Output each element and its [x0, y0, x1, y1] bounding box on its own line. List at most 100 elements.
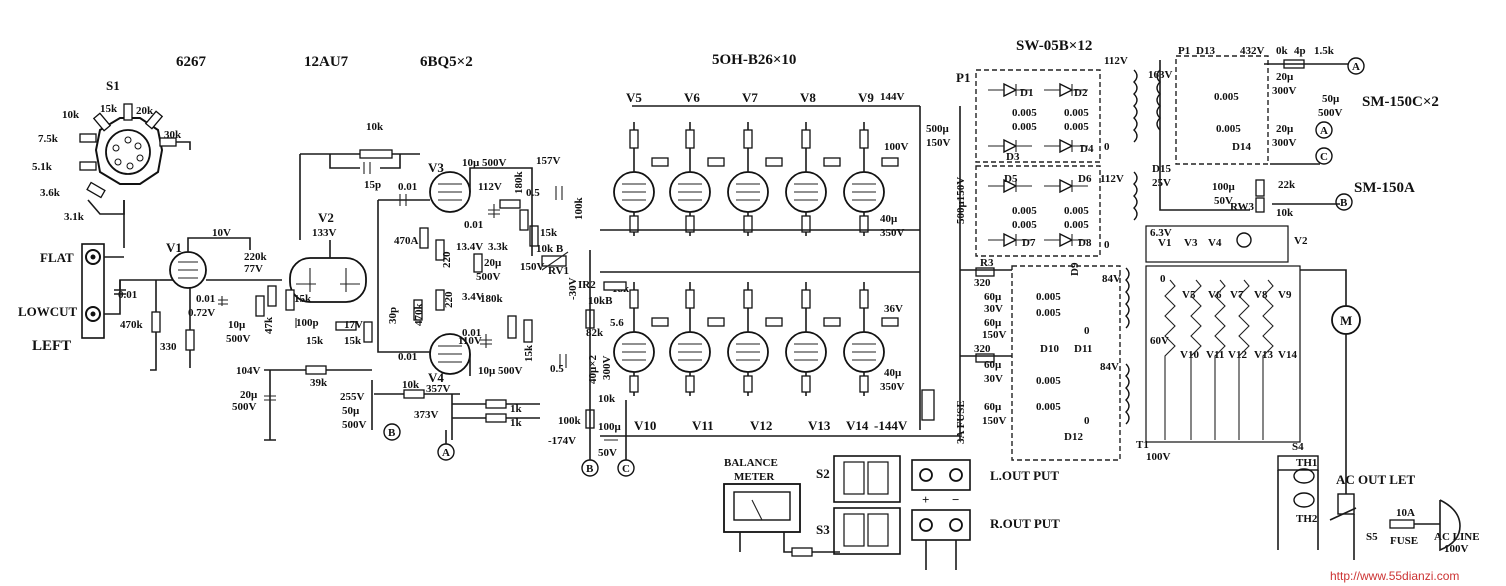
svg-text:112V: 112V: [1104, 55, 1128, 67]
svg-text:300V: 300V: [601, 356, 613, 381]
psu-block-sw05b: P1 D1 D2 D3 D4 D5 D6 D7 D8 D9 D10 D11 D1…: [956, 55, 1138, 461]
svg-text:TH2: TH2: [1296, 513, 1318, 525]
heater-filament: [1164, 279, 1176, 440]
svg-text:V6: V6: [684, 90, 700, 105]
svg-text:D12: D12: [1064, 431, 1083, 443]
svg-text:3.4V: 3.4V: [462, 291, 484, 303]
svg-text:0: 0: [1084, 415, 1090, 427]
stage2-v3-v4: V3 V4 0.01 470A 220 220 10μ 500V 157V 11…: [374, 155, 585, 461]
svg-text:D7: D7: [1022, 237, 1036, 249]
svg-text:D8: D8: [1078, 237, 1092, 249]
heater-filament: [1238, 279, 1250, 440]
svg-text:39k: 39k: [310, 377, 328, 389]
diode: [988, 82, 1032, 98]
svg-text:D11: D11: [1074, 343, 1092, 355]
tube-type-sw05b: SW-05B×12: [1016, 38, 1092, 54]
output-top-tube: [843, 122, 899, 236]
svg-text:20μ: 20μ: [1276, 123, 1294, 135]
svg-text:30p: 30p: [387, 307, 399, 324]
svg-text:500V: 500V: [476, 271, 501, 283]
svg-text:77V: 77V: [244, 263, 263, 275]
svg-text:0.01: 0.01: [398, 351, 417, 363]
svg-text:500μ: 500μ: [926, 123, 950, 135]
output-bottom-tube: [727, 282, 783, 396]
svg-text:220: 220: [443, 291, 455, 308]
svg-text:10k: 10k: [366, 121, 384, 133]
svg-text:220: 220: [441, 251, 453, 268]
svg-text:0.72V: 0.72V: [188, 307, 215, 319]
heater-chain: 6.3V V1 V3 V4 V2 0 V5 V6 V7 V8 V9 V10 V1…: [1136, 225, 1361, 463]
svg-text:15k: 15k: [100, 103, 118, 115]
svg-text:500V: 500V: [232, 401, 257, 413]
svg-text:0.01: 0.01: [462, 327, 481, 339]
output-top-tube: [613, 122, 669, 236]
svg-text:V7: V7: [742, 90, 758, 105]
svg-text:470A: 470A: [394, 235, 419, 247]
svg-text:V11: V11: [692, 418, 714, 433]
svg-text:V5: V5: [626, 90, 642, 105]
svg-text:0: 0: [1160, 273, 1166, 285]
svg-text:0.01: 0.01: [196, 293, 215, 305]
svg-text:20μ: 20μ: [484, 257, 502, 269]
heater-filament: [1262, 279, 1274, 440]
svg-text:M: M: [1340, 313, 1352, 328]
svg-text:D15: D15: [1152, 163, 1171, 175]
svg-text:15k: 15k: [306, 335, 324, 347]
svg-text:V4: V4: [1208, 237, 1222, 249]
svg-text:15k: 15k: [344, 335, 362, 347]
svg-text:84V: 84V: [1100, 361, 1119, 373]
svg-text:470k: 470k: [120, 319, 144, 331]
svg-text:180k: 180k: [513, 171, 525, 195]
svg-text:5.6: 5.6: [610, 317, 624, 329]
output-top-tube: [785, 122, 841, 236]
svg-text:100μ: 100μ: [1212, 181, 1236, 193]
heater-filament: [1214, 279, 1226, 440]
heater-filament: [1190, 279, 1202, 440]
svg-text:S3: S3: [816, 522, 830, 537]
svg-text:15k: 15k: [294, 293, 312, 305]
diode: [988, 178, 1032, 194]
svg-text:470k: 470k: [413, 303, 425, 327]
svg-text:10k: 10k: [62, 109, 80, 121]
selector-switch-s1: S1 15k 20k 10k 7.5k 5.1k 3.6k 3.1k 30k: [32, 78, 191, 248]
svg-text:P1: P1: [1178, 45, 1190, 57]
svg-text:50μ: 50μ: [342, 405, 360, 417]
svg-text:V10: V10: [634, 418, 656, 433]
svg-text:104V: 104V: [236, 365, 261, 377]
svg-text:3.6k: 3.6k: [40, 187, 61, 199]
svg-text:10μ: 10μ: [228, 319, 246, 331]
svg-text:0.005: 0.005: [1216, 123, 1241, 135]
svg-text:60μ: 60μ: [984, 359, 1002, 371]
svg-text:B: B: [586, 463, 594, 475]
svg-text:0.005: 0.005: [1012, 219, 1037, 231]
svg-text:15k: 15k: [523, 344, 535, 362]
svg-text:30k: 30k: [164, 129, 182, 141]
svg-text:FLAT: FLAT: [40, 250, 74, 265]
meter-and-outputs: BALANCE METER S2 S3 L.OUT PUT + − R.OUT …: [723, 455, 1060, 570]
svg-text:36V: 36V: [884, 303, 903, 315]
tube-type-5oh: 5OH-B26×10: [712, 52, 796, 68]
svg-text:60μ: 60μ: [984, 401, 1002, 413]
svg-text:10k: 10k: [1276, 207, 1294, 219]
svg-text:V9: V9: [858, 90, 874, 105]
svg-text:6.3V: 6.3V: [1150, 227, 1172, 239]
svg-text:B: B: [388, 427, 396, 439]
diode: [1044, 138, 1088, 154]
svg-text:0.005: 0.005: [1064, 107, 1089, 119]
svg-text:TH1: TH1: [1296, 457, 1317, 469]
svg-text:500V: 500V: [226, 333, 251, 345]
svg-text:20μ: 20μ: [240, 389, 258, 401]
svg-text:0.005: 0.005: [1036, 401, 1061, 413]
svg-text:D3: D3: [1006, 151, 1020, 163]
svg-text:180k: 180k: [480, 293, 504, 305]
svg-text:300V: 300V: [1272, 85, 1297, 97]
svg-text:3.3k: 3.3k: [488, 241, 509, 253]
svg-text:1.5k: 1.5k: [1314, 45, 1335, 57]
svg-text:RW3: RW3: [1230, 201, 1255, 213]
svg-text:0.005: 0.005: [1036, 291, 1061, 303]
svg-text:60μ: 60μ: [984, 291, 1002, 303]
input-jacks: FLAT LOWCUT LEFT 0.01: [18, 243, 160, 354]
diode: [988, 138, 1032, 154]
svg-text:METER: METER: [734, 471, 775, 483]
svg-text:0.01: 0.01: [398, 181, 417, 193]
